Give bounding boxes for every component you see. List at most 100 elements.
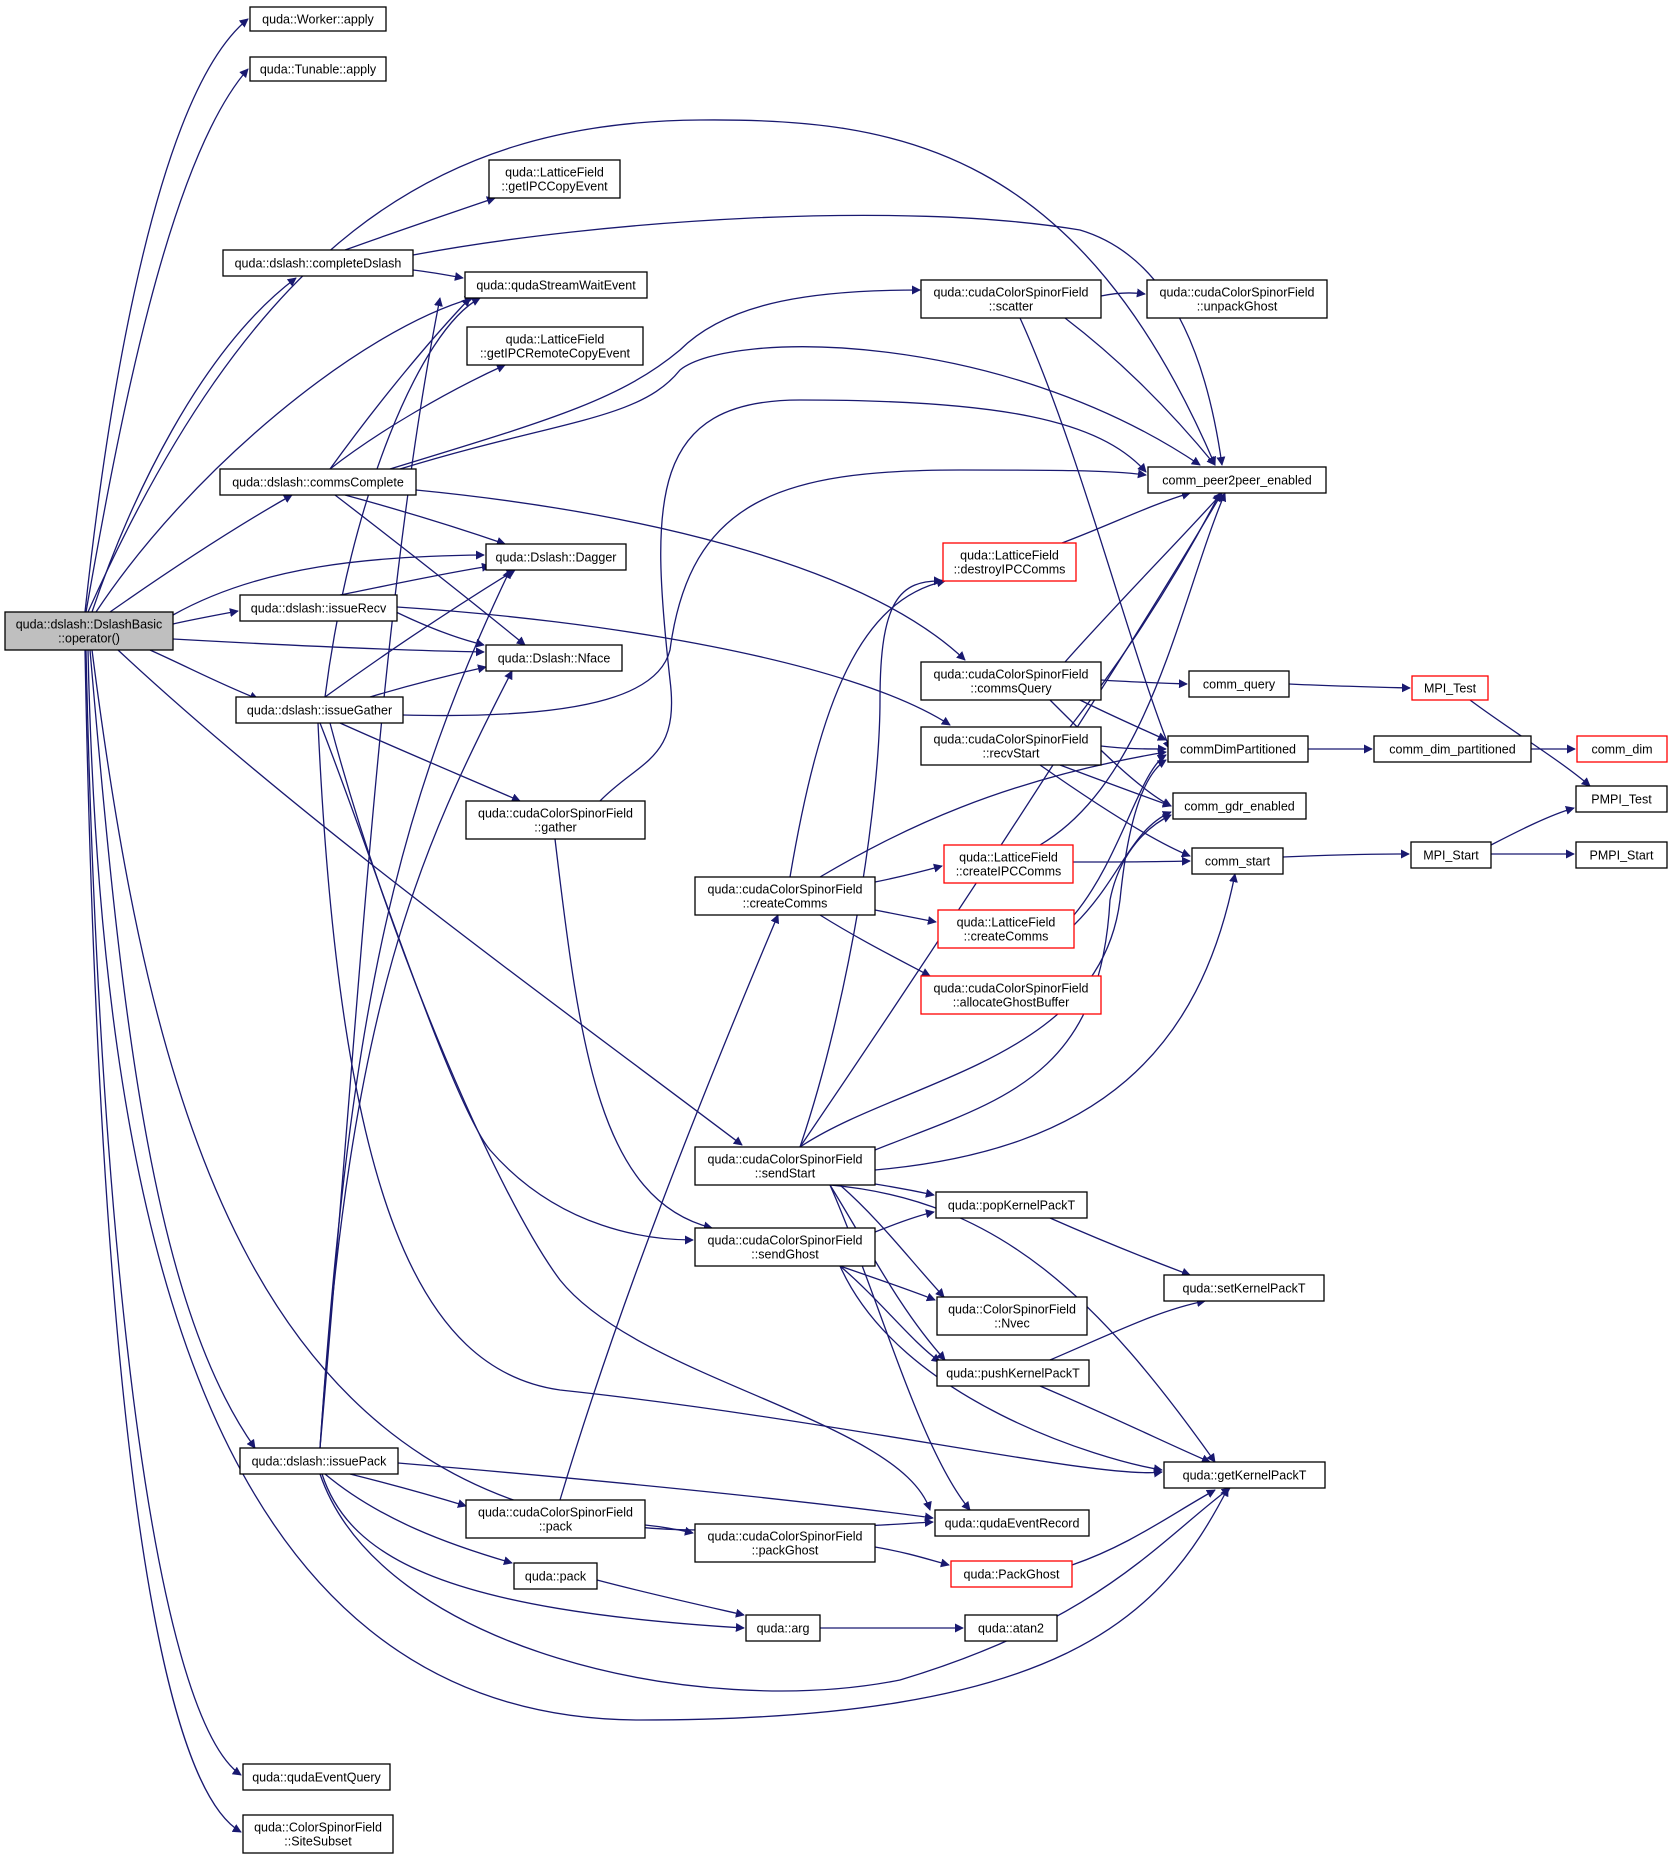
edge-issueGather-to-gather <box>339 722 521 802</box>
node-issuePack[interactable]: quda::dslash::issuePack <box>239 1447 399 1475</box>
node-label-commsQuery-0: quda::cudaColorSpinorField <box>934 668 1089 682</box>
node-sendGhost[interactable]: quda::cudaColorSpinorField::sendGhost <box>694 1227 876 1267</box>
node-label-siteSubset-1: ::SiteSubset <box>284 1835 352 1849</box>
node-label-mpiTest-0: MPI_Test <box>1424 682 1477 696</box>
node-createIPC[interactable]: quda::LatticeField::createIPCComms <box>943 844 1074 884</box>
node-box-commDim <box>1576 735 1668 763</box>
edge-createIPC-to-commStart <box>1072 856 1191 866</box>
node-label-root-0: quda::dslash::DslashBasic <box>16 618 163 632</box>
node-label-popKernel-0: quda::popKernelPackT <box>948 1199 1076 1213</box>
node-packGhost[interactable]: quda::cudaColorSpinorField::packGhost <box>694 1523 876 1563</box>
node-box-allocGhost <box>920 975 1102 1015</box>
node-commDim[interactable]: comm_dim <box>1576 735 1668 763</box>
node-scatter[interactable]: quda::cudaColorSpinorField::scatter <box>920 279 1102 319</box>
node-sendStart[interactable]: quda::cudaColorSpinorField::sendStart <box>694 1146 876 1186</box>
edge-mpiTest-to-pmpiTest <box>1469 699 1591 787</box>
node-issueRecv[interactable]: quda::dslash::issueRecv <box>239 594 398 622</box>
node-box-setKernel <box>1163 1274 1325 1302</box>
node-pmpiStart[interactable]: PMPI_Start <box>1575 841 1668 869</box>
node-packCSF[interactable]: quda::cudaColorSpinorField::pack <box>465 1499 646 1539</box>
edge-commQuery-to-mpiTest <box>1288 683 1411 693</box>
node-box-gather <box>465 800 646 840</box>
node-popKernel[interactable]: quda::popKernelPackT <box>935 1191 1088 1219</box>
node-eventQuery[interactable]: quda::qudaEventQuery <box>242 1763 391 1791</box>
node-pack[interactable]: quda::pack <box>513 1562 598 1590</box>
node-completeDslash[interactable]: quda::dslash::completeDslash <box>222 249 414 277</box>
edge-root-to-getKernel <box>87 649 1229 1721</box>
edge-root-to-eventRecord <box>91 649 934 1531</box>
node-dimPart[interactable]: commDimPartitioned <box>1167 735 1309 763</box>
node-issueGather[interactable]: quda::dslash::issueGather <box>235 696 404 724</box>
node-siteSubset[interactable]: quda::ColorSpinorField::SiteSubset <box>242 1814 394 1854</box>
node-label-setKernel-0: quda::setKernelPackT <box>1183 1282 1306 1296</box>
edge-issueGather-to-p2p <box>402 469 1147 717</box>
node-box-pmpiStart <box>1575 841 1668 869</box>
node-destroyIPC[interactable]: quda::LatticeField::destroyIPCComms <box>942 542 1077 582</box>
node-atan2[interactable]: quda::atan2 <box>964 1614 1058 1642</box>
node-eventRecord[interactable]: quda::qudaEventRecord <box>934 1509 1090 1537</box>
node-ipccopy[interactable]: quda::LatticeField::getIPCCopyEvent <box>488 159 621 199</box>
node-tunable[interactable]: quda::Tunable::apply <box>249 56 387 82</box>
edge-commsComplete-to-ipcremote <box>329 364 506 470</box>
node-mpiTest[interactable]: MPI_Test <box>1411 675 1489 701</box>
node-createCommsCSF[interactable]: quda::cudaColorSpinorField::createComms <box>694 876 876 916</box>
edge-issueRecv-to-recvStart <box>396 606 951 726</box>
node-commsComplete[interactable]: quda::dslash::commsComplete <box>219 468 417 496</box>
node-label-unpackGhost-0: quda::cudaColorSpinorField <box>1160 286 1315 300</box>
node-worker[interactable]: quda::Worker::apply <box>249 6 387 32</box>
node-label-p2p-0: comm_peer2peer_enabled <box>1162 474 1311 488</box>
node-gdr[interactable]: comm_gdr_enabled <box>1172 792 1307 820</box>
node-commDimPart[interactable]: comm_dim_partitioned <box>1373 735 1532 763</box>
node-label-createIPC-1: ::createIPCComms <box>956 865 1062 879</box>
node-getKernel[interactable]: quda::getKernelPackT <box>1163 1461 1326 1489</box>
node-p2p[interactable]: comm_peer2peer_enabled <box>1147 466 1327 494</box>
edge-issuePack-to-streamWait <box>319 297 443 1449</box>
edge-commStart-to-mpiStart <box>1282 849 1410 859</box>
edge-sendGhost-to-popKernel <box>874 1209 935 1233</box>
node-label-atan2-0: quda::atan2 <box>978 1622 1044 1636</box>
node-arg[interactable]: quda::arg <box>745 1614 821 1642</box>
node-pushKernel[interactable]: quda::pushKernelPackT <box>936 1359 1090 1387</box>
node-nface[interactable]: quda::Dslash::Nface <box>485 644 623 672</box>
edge-packGhostRed-to-getKernel <box>1071 1489 1216 1566</box>
edge-scatter-to-p2p <box>1064 317 1216 466</box>
edge-scatter-to-unpackGhost <box>1100 288 1146 298</box>
node-unpackGhost[interactable]: quda::cudaColorSpinorField::unpackGhost <box>1146 279 1328 319</box>
edge-issuePack-to-eventRecord <box>397 1462 934 1522</box>
node-box-createCommsLF <box>937 909 1075 949</box>
node-label-tunable-0: quda::Tunable::apply <box>260 63 377 77</box>
node-label-commQuery-0: comm_query <box>1203 678 1276 692</box>
node-commStart[interactable]: comm_start <box>1191 847 1284 875</box>
node-streamWait[interactable]: quda::qudaStreamWaitEvent <box>464 271 648 299</box>
node-box-packGhostRed <box>950 1560 1073 1588</box>
node-setKernel[interactable]: quda::setKernelPackT <box>1163 1274 1325 1302</box>
node-box-getKernel <box>1163 1461 1326 1489</box>
node-ipcremote[interactable]: quda::LatticeField::getIPCRemoteCopyEven… <box>466 326 644 366</box>
node-label-createCommsLF-0: quda::LatticeField <box>957 916 1056 930</box>
edge-pack-to-arg <box>596 1579 745 1618</box>
edge-root-to-nface <box>172 638 485 657</box>
edge-createCommsCSF-to-createCommsLF <box>874 909 937 925</box>
node-createCommsLF[interactable]: quda::LatticeField::createComms <box>937 909 1075 949</box>
node-root[interactable]: quda::dslash::DslashBasic::operator() <box>4 611 174 651</box>
node-label-dimPart-0: commDimPartitioned <box>1180 743 1296 757</box>
node-label-createIPC-0: quda::LatticeField <box>959 851 1058 865</box>
node-box-nface <box>485 644 623 672</box>
node-commsQuery[interactable]: quda::cudaColorSpinorField::commsQuery <box>920 661 1102 701</box>
node-recvStart[interactable]: quda::cudaColorSpinorField::recvStart <box>920 726 1102 766</box>
node-box-commsComplete <box>219 468 417 496</box>
node-packGhostRed[interactable]: quda::PackGhost <box>950 1560 1073 1588</box>
node-nvec[interactable]: quda::ColorSpinorField::Nvec <box>936 1296 1088 1336</box>
node-dagger[interactable]: quda::Dslash::Dagger <box>485 543 627 571</box>
node-box-pushKernel <box>936 1359 1090 1387</box>
node-label-commDimPart-0: comm_dim_partitioned <box>1389 743 1515 757</box>
node-commQuery[interactable]: comm_query <box>1188 670 1290 698</box>
edge-issueGather-to-eventRecord <box>329 722 932 1511</box>
node-allocGhost[interactable]: quda::cudaColorSpinorField::allocateGhos… <box>920 975 1102 1015</box>
edge-createCommsCSF-to-allocGhost <box>819 914 931 977</box>
node-pmpiTest[interactable]: PMPI_Test <box>1575 785 1668 813</box>
node-mpiStart[interactable]: MPI_Start <box>1410 841 1492 869</box>
node-label-packGhost-1: ::packGhost <box>752 1544 819 1558</box>
node-label-sendStart-0: quda::cudaColorSpinorField <box>708 1153 863 1167</box>
node-gather[interactable]: quda::cudaColorSpinorField::gather <box>465 800 646 840</box>
